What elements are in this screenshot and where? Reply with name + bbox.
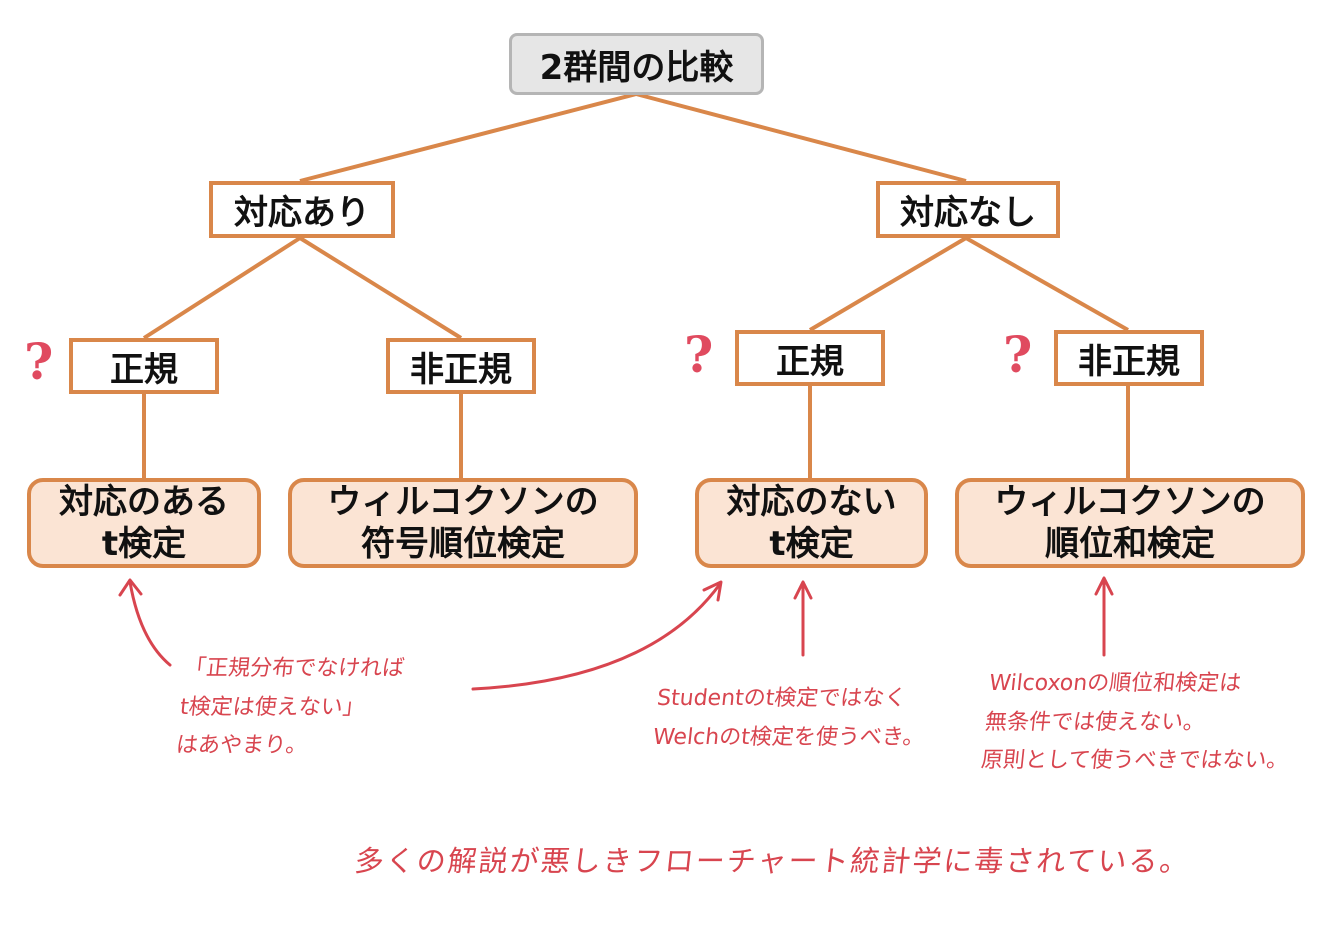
arrow-left-head — [118, 578, 143, 597]
signed-rank-test-node: ウィルコクソンの 符号順位検定 — [288, 478, 638, 568]
paired-t-test-line2: t検定 — [101, 524, 187, 564]
unpaired-t-test-node: 対応のない t検定 — [695, 478, 928, 568]
tree-edges — [142, 92, 1130, 478]
root-label: 2群間の比較 — [539, 47, 734, 88]
edge-paired-normal — [142, 236, 302, 340]
question-mark-unpaired-normal: ? — [684, 325, 714, 384]
paired-t-test-line1: 対応のある — [59, 481, 229, 522]
note-left-line1: 「正規分布でなければ — [182, 656, 406, 681]
note-left-line3: はあやまり。 — [174, 733, 309, 758]
unpaired-t-test-line1: 対応のない — [726, 481, 897, 522]
unpaired-node: 対応なし — [876, 181, 1060, 238]
note-middle-line2: Welchのt検定を使うべき。 — [651, 724, 927, 750]
edge-unpaired-nonnormal — [965, 236, 1129, 332]
edge-paired-nonnormal — [298, 236, 463, 340]
paired-t-test-node: 対応のある t検定 — [27, 478, 261, 568]
annotation-arrows — [118, 576, 1114, 691]
signed-rank-test-line1: ウィルコクソンの — [327, 481, 599, 522]
unpaired-label: 対応なし — [900, 193, 1036, 233]
bottom-comment: 多くの解説が悪しきフローチャート統計学に毒されている。 — [353, 844, 1193, 878]
paired-nonnormal-node: 非正規 — [386, 338, 536, 394]
note-right-line3: 原則として使うべきではない。 — [979, 748, 1290, 773]
note-middle-line1: Studentのt検定ではなく — [655, 686, 908, 711]
question-mark-paired-normal: ? — [24, 332, 54, 391]
rank-sum-test-line2: 順位和検定 — [1045, 524, 1215, 564]
unpaired-nonnormal-node: 非正規 — [1054, 330, 1204, 386]
rank-sum-test-line1: ウィルコクソンの — [994, 481, 1266, 522]
arrow-right-head — [1094, 576, 1114, 596]
note-right-line2: 無条件では使えない。 — [983, 709, 1207, 735]
paired-nonnormal-label: 非正規 — [410, 349, 512, 390]
question-mark-unpaired-nonnormal: ? — [1003, 325, 1033, 384]
paired-label: 対応あり — [234, 193, 370, 233]
arrow-left — [128, 580, 172, 667]
note-right-line1: Wilcoxonの順位和検定は — [987, 671, 1243, 696]
note-left-line2: t検定は使えない」 — [178, 694, 367, 720]
note-left: 「正規分布でなければ t検定は使えない」 はあやまり。 — [174, 650, 406, 766]
note-middle: Studentのt検定ではなく Welchのt検定を使うべき。 — [651, 680, 931, 757]
root-node: 2群間の比較 — [509, 33, 764, 95]
edge-root-paired — [299, 92, 637, 183]
arrow-curve-middle-head — [702, 580, 723, 602]
unpaired-normal-node: 正規 — [735, 330, 885, 386]
paired-normal-node: 正規 — [69, 338, 219, 394]
paired-normal-label: 正規 — [110, 349, 178, 390]
unpaired-t-test-line2: t検定 — [769, 524, 854, 564]
signed-rank-test-line2: 符号順位検定 — [361, 524, 565, 564]
unpaired-normal-label: 正規 — [776, 341, 844, 382]
edge-unpaired-normal — [808, 236, 968, 332]
rank-sum-test-node: ウィルコクソンの 順位和検定 — [955, 478, 1305, 568]
note-right: Wilcoxonの順位和検定は 無条件では使えない。 原則として使うべきではない… — [979, 665, 1298, 781]
paired-node: 対応あり — [209, 181, 395, 238]
arrow-middle-head — [793, 580, 813, 600]
unpaired-nonnormal-label: 非正規 — [1078, 341, 1180, 382]
edge-root-unpaired — [635, 92, 967, 183]
arrow-curve-middle — [471, 582, 722, 691]
